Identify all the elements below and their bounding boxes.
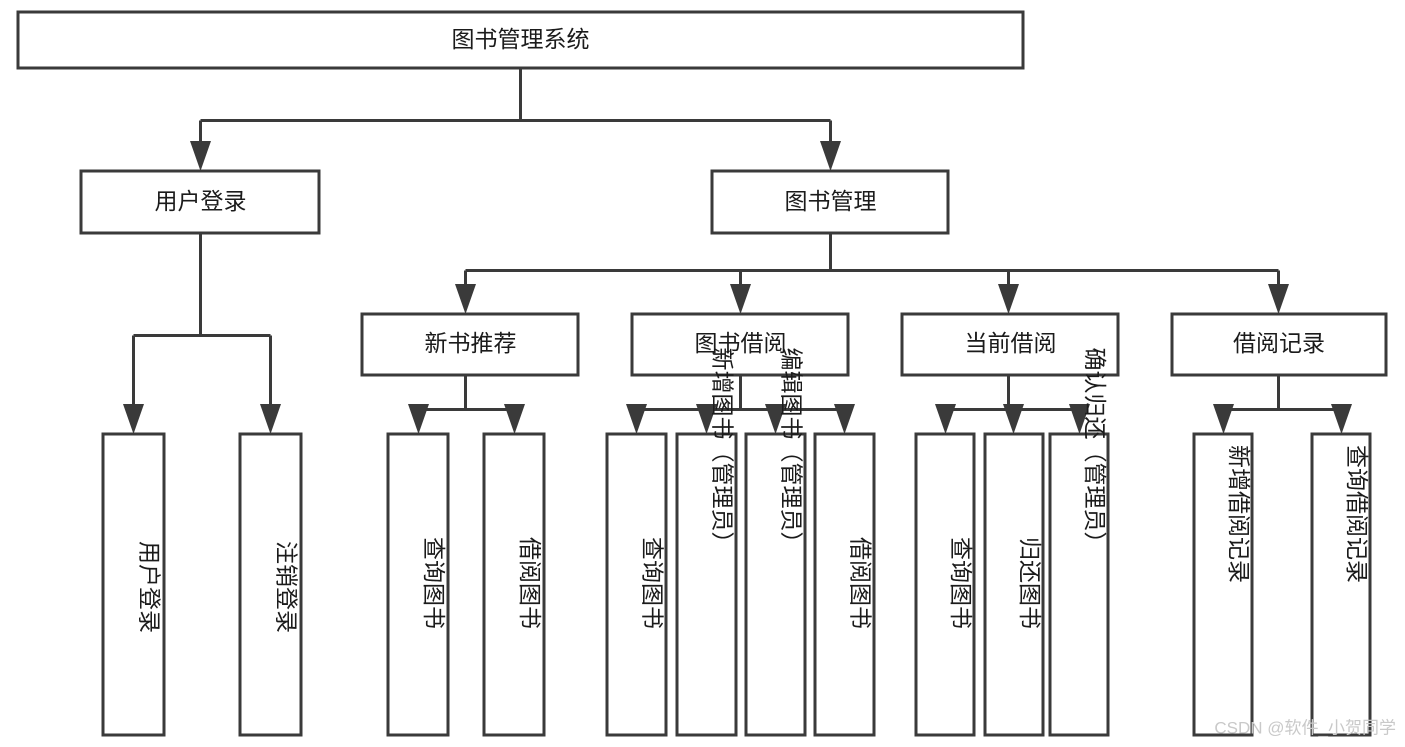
- node-root-box[interactable]: [16, 10, 1025, 70]
- connector-group-book-borrow: [626, 375, 855, 434]
- node-leaf-edit-book-label: 编辑图书（管理员）: [779, 348, 805, 555]
- arrow-head-leaf-return-book: [1003, 404, 1024, 434]
- node-leaf-logout-label: 注销登录: [274, 541, 300, 633]
- node-root[interactable]: 图书管理系统: [16, 10, 1025, 70]
- node-leaf-borrow-book-1-box[interactable]: [482, 432, 546, 737]
- node-leaf-query-book-2-box[interactable]: [605, 432, 668, 737]
- node-user-login[interactable]: 用户登录: [79, 169, 321, 235]
- node-book-borrow-box[interactable]: [630, 312, 850, 377]
- node-leaf-user-login-label: 用户登录: [137, 541, 163, 633]
- node-borrow-record-box[interactable]: [1170, 312, 1388, 377]
- arrow-head-leaf-add-record: [1213, 404, 1234, 434]
- connector-group-user-login: [123, 233, 281, 434]
- node-current-borrow[interactable]: 当前借阅: [900, 312, 1120, 377]
- node-new-book-rec-label: 新书推荐: [425, 330, 517, 356]
- node-leaf-query-book-3-label: 查询图书: [948, 537, 974, 629]
- node-leaf-logout-box[interactable]: [238, 432, 303, 737]
- node-leaf-query-book-1[interactable]: 查询图书: [386, 432, 450, 737]
- node-leaf-borrow-book-1-label: 借阅图书: [517, 537, 543, 629]
- node-leaf-query-book-3[interactable]: 查询图书: [914, 432, 976, 737]
- node-new-book-rec[interactable]: 新书推荐: [360, 312, 580, 377]
- node-leaf-edit-book-box[interactable]: [744, 432, 807, 737]
- node-leaf-edit-book[interactable]: 编辑图书（管理员）: [744, 348, 807, 737]
- node-book-mgmt-label: 图书管理: [785, 188, 877, 214]
- arrow-head-current-borrow: [998, 284, 1019, 314]
- arrow-head-book-borrow: [730, 284, 751, 314]
- node-current-borrow-box[interactable]: [900, 312, 1120, 377]
- node-leaf-user-login-box[interactable]: [101, 432, 166, 737]
- arrow-head-leaf-add-book: [696, 404, 717, 434]
- connector-group-new-book-rec: [408, 375, 525, 434]
- node-leaf-query-record-box[interactable]: [1310, 432, 1372, 737]
- node-leaf-borrow-book-2[interactable]: 借阅图书: [813, 432, 876, 737]
- node-leaf-query-record-label: 查询借阅记录: [1344, 445, 1370, 583]
- arrow-head-leaf-query-book-3: [935, 404, 956, 434]
- node-book-borrow[interactable]: 图书借阅: [630, 312, 850, 377]
- node-leaf-confirm-return-box[interactable]: [1048, 432, 1110, 737]
- node-new-book-rec-box[interactable]: [360, 312, 580, 377]
- node-leaf-return-book-label: 归还图书: [1017, 537, 1043, 629]
- node-leaf-query-record[interactable]: 查询借阅记录: [1310, 432, 1372, 737]
- node-leaf-add-book-box[interactable]: [675, 432, 738, 737]
- node-leaf-return-book-box[interactable]: [983, 432, 1045, 737]
- arrow-head-leaf-confirm-return: [1069, 404, 1090, 434]
- node-leaf-borrow-book-2-label: 借阅图书: [848, 537, 874, 629]
- arrow-head-leaf-borrow-book-2: [834, 404, 855, 434]
- node-borrow-record-label: 借阅记录: [1233, 330, 1325, 356]
- node-leaf-logout[interactable]: 注销登录: [238, 432, 303, 737]
- arrow-head-leaf-borrow-book-1: [504, 404, 525, 434]
- arrow-head-borrow-record: [1268, 284, 1289, 314]
- node-current-borrow-label: 当前借阅: [965, 330, 1057, 356]
- arrow-head-user-login: [190, 141, 211, 171]
- node-book-mgmt[interactable]: 图书管理: [710, 169, 950, 235]
- connector-group-borrow-record: [1213, 375, 1352, 434]
- arrow-head-leaf-edit-book: [765, 404, 786, 434]
- node-leaf-add-record-label: 新增借阅记录: [1226, 445, 1252, 583]
- connector-group-current-borrow: [935, 375, 1090, 434]
- node-leaf-query-book-1-label: 查询图书: [421, 537, 447, 629]
- node-user-login-box[interactable]: [79, 169, 321, 235]
- node-leaf-query-book-2-label: 查询图书: [640, 537, 666, 629]
- arrow-head-leaf-query-book-1: [408, 404, 429, 434]
- node-leaf-add-book[interactable]: 新增图书（管理员）: [675, 348, 738, 737]
- node-leaf-user-login[interactable]: 用户登录: [101, 432, 166, 737]
- node-leaf-query-book-3-box[interactable]: [914, 432, 976, 737]
- node-borrow-record[interactable]: 借阅记录: [1170, 312, 1388, 377]
- node-user-login-label: 用户登录: [155, 188, 247, 214]
- node-leaf-borrow-book-1[interactable]: 借阅图书: [482, 432, 546, 737]
- node-leaf-confirm-return[interactable]: 确认归还（管理员）: [1048, 348, 1110, 737]
- node-book-mgmt-box[interactable]: [710, 169, 950, 235]
- arrow-head-leaf-query-record: [1331, 404, 1352, 434]
- arrow-head-new-book-rec: [455, 284, 476, 314]
- connector-group-book-mgmt: [455, 233, 1289, 314]
- arrow-head-book-mgmt: [820, 141, 841, 171]
- node-leaf-return-book[interactable]: 归还图书: [983, 432, 1045, 737]
- arrow-head-leaf-query-book-2: [626, 404, 647, 434]
- node-leaf-add-record[interactable]: 新增借阅记录: [1192, 432, 1254, 737]
- node-root-label: 图书管理系统: [452, 26, 590, 52]
- arrow-head-leaf-logout: [260, 404, 281, 434]
- node-book-borrow-label: 图书借阅: [695, 330, 787, 356]
- node-leaf-add-record-box[interactable]: [1192, 432, 1254, 737]
- node-leaf-borrow-book-2-box[interactable]: [813, 432, 876, 737]
- node-leaf-query-book-2[interactable]: 查询图书: [605, 432, 668, 737]
- arrow-head-leaf-user-login: [123, 404, 144, 434]
- node-leaf-confirm-return-label: 确认归还（管理员）: [1082, 348, 1108, 555]
- node-leaf-query-book-1-box[interactable]: [386, 432, 450, 737]
- node-leaf-add-book-label: 新增图书（管理员）: [710, 348, 736, 555]
- csdn-watermark: CSDN @软件_小贺同学: [1214, 718, 1396, 737]
- connector-group-root: [190, 68, 841, 171]
